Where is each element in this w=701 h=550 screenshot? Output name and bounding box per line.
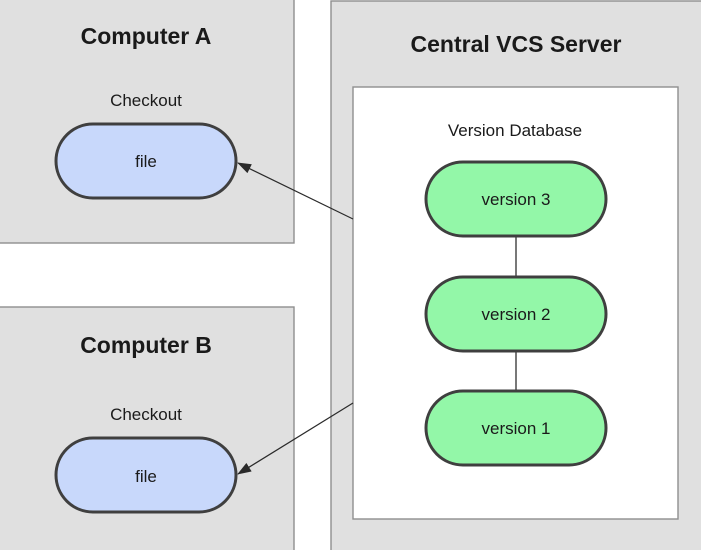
version-1-label: version 1 <box>482 419 551 438</box>
version-3-pill <box>424 160 608 238</box>
computer-a-file-pill <box>54 122 238 200</box>
computer-b-checkout-label: Checkout <box>110 405 182 424</box>
server-title: Central VCS Server <box>411 31 622 57</box>
version-3-label: version 3 <box>482 190 551 209</box>
version-2-label: version 2 <box>482 305 551 324</box>
computer-a-file-label: file <box>135 152 157 171</box>
computer-a-title: Computer A <box>81 23 212 49</box>
version-1-pill <box>424 389 608 467</box>
computer-a-file-node: file <box>54 122 238 200</box>
computer-b-file-label: file <box>135 467 157 486</box>
arrow-server-to-computer-a <box>237 162 354 220</box>
computer-a-box <box>0 0 295 244</box>
server-panel: Central VCS Server Version Database vers… <box>330 0 701 550</box>
arrow-server-to-computer-b <box>237 402 354 475</box>
computer-a-checkout-label: Checkout <box>110 91 182 110</box>
version-node-3: version 3 <box>424 160 608 238</box>
version-node-1: version 1 <box>424 389 608 467</box>
computer-b-panel: Computer B Checkout file <box>0 306 295 550</box>
computer-b-title: Computer B <box>80 332 212 358</box>
version-2-pill <box>424 275 608 353</box>
version-node-2: version 2 <box>424 275 608 353</box>
computer-b-file-node: file <box>54 436 238 514</box>
computer-a-panel: Computer A Checkout file <box>0 0 295 244</box>
version-database-label: Version Database <box>448 121 582 140</box>
computer-b-file-pill <box>54 436 238 514</box>
